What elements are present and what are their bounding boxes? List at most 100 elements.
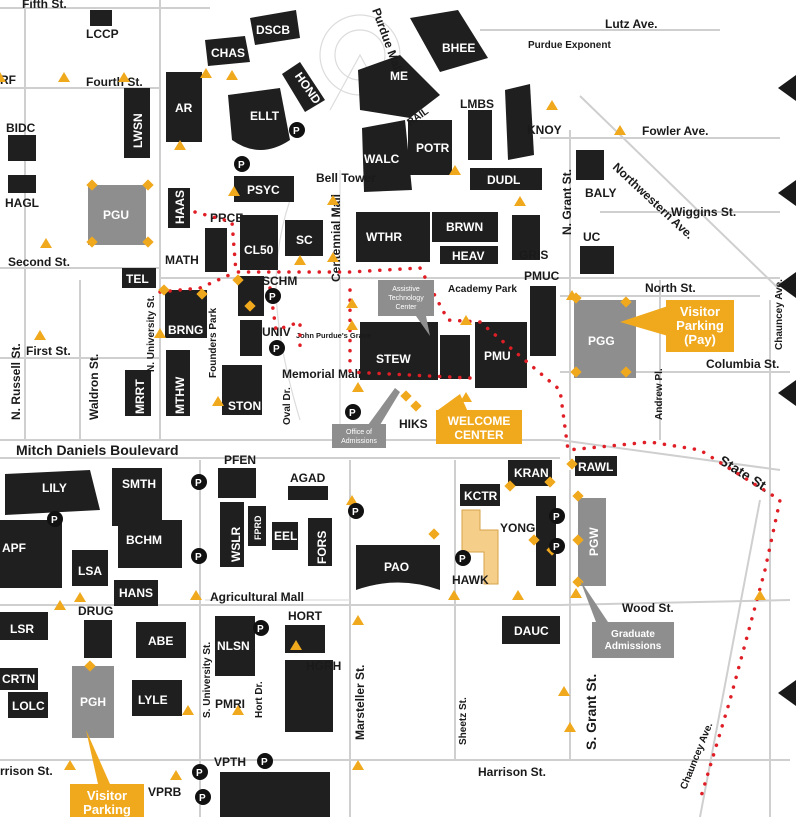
building-label-lyle: LYLE xyxy=(138,693,168,707)
parking-icon: P xyxy=(549,508,565,524)
building-label-lsr: LSR xyxy=(10,622,34,636)
street-second: Second St. xyxy=(8,255,70,269)
parking-icon: P xyxy=(234,156,250,172)
street-northwestern: Northwestern Ave. xyxy=(610,160,696,242)
building-label-fors: FORS xyxy=(315,531,329,564)
building-label-agad: AGAD xyxy=(290,471,326,485)
building-label-baly: BALY xyxy=(585,186,617,200)
street-oval-dr: Oval Dr. xyxy=(282,387,293,425)
building-label-vpth: VPTH xyxy=(214,755,246,769)
parking-icon: P xyxy=(289,122,305,138)
building-label-potr: POTR xyxy=(416,141,450,155)
street-fifth: Fifth St. xyxy=(22,0,67,11)
building-label-ellt: ELLT xyxy=(250,109,280,123)
building-label-chas: CHAS xyxy=(211,46,245,60)
building-label-lmbs: LMBS xyxy=(460,97,494,111)
building-label-yong: YONG xyxy=(500,521,535,535)
label-founders-park: Founders Park xyxy=(208,308,219,378)
building-label-abe: ABE xyxy=(148,634,173,648)
street-mitch-daniels: Mitch Daniels Boulevard xyxy=(16,442,179,458)
building-label-bhee: BHEE xyxy=(442,41,475,55)
entrance-diamonds xyxy=(84,179,632,672)
building-label-pao: PAO xyxy=(384,560,409,574)
building-label-pmuc: PMUC xyxy=(524,269,560,283)
parking-icon: P xyxy=(257,753,273,769)
building-label-psyc: PSYC xyxy=(247,183,280,197)
building-label-ar: AR xyxy=(175,101,193,115)
svg-text:P: P xyxy=(553,542,560,553)
building-label-pmu: PMU xyxy=(484,349,511,363)
accessible-entrances xyxy=(0,68,766,780)
label-purdue-exponent: Purdue Exponent xyxy=(528,40,611,51)
garage-label-pgg: PGG xyxy=(588,334,615,348)
building-label-sc: SC xyxy=(296,233,313,247)
building-label-apf: APF xyxy=(2,541,26,555)
svg-text:P: P xyxy=(352,507,359,518)
building-label-bidc: BIDC xyxy=(6,121,36,135)
svg-text:P: P xyxy=(459,554,466,565)
label-john-purdue-grave: John Purdue's Grave xyxy=(296,331,371,340)
svg-text:P: P xyxy=(195,552,202,563)
svg-text:P: P xyxy=(273,344,280,355)
svg-text:P: P xyxy=(293,126,300,137)
buildings: LCCP CHAS DSCB BHEE HOND ME AR ELLT LWSN… xyxy=(0,10,636,817)
svg-text:P: P xyxy=(257,624,264,635)
label-memorial-mall: Memorial Mall xyxy=(282,367,361,381)
parking-symbols: P P P P P P P P P P P P P P P P xyxy=(47,122,565,805)
building-label-hiks: HIKS xyxy=(399,417,428,431)
label-bell-tower: Bell Tower xyxy=(316,171,376,185)
building-label-hans: HANS xyxy=(119,586,153,600)
street-lutz: Lutz Ave. xyxy=(605,17,657,31)
building-label-stew: STEW xyxy=(376,352,411,366)
street-wiggins: Wiggins St. xyxy=(671,205,736,219)
building-label-lccp: LCCP xyxy=(86,27,119,41)
building-label-pmri: PMRI xyxy=(215,697,245,711)
building-label-kctr: KCTR xyxy=(464,489,498,503)
garage-label-pgw: PGW xyxy=(587,527,601,556)
building-label-pfen: PFEN xyxy=(224,453,256,467)
svg-text:P: P xyxy=(553,512,560,523)
street-n-university: N. University St. xyxy=(146,295,157,372)
garage-label-pgh: PGH xyxy=(80,695,106,709)
building-label-dudl: DUDL xyxy=(487,173,520,187)
building-label-eel: EEL xyxy=(274,529,297,543)
svg-text:P: P xyxy=(261,757,268,768)
building-label-nlsn: NLSN xyxy=(217,639,250,653)
building-label-uc: UC xyxy=(583,230,601,244)
building-label-brwn: BRWN xyxy=(446,220,483,234)
building-label-mthw: MTHW xyxy=(173,376,187,414)
building-label-wslr: WSLR xyxy=(229,526,243,562)
building-label-gris: GRIS xyxy=(519,248,548,262)
building-label-hgrh: HGRH xyxy=(306,659,341,673)
svg-text:P: P xyxy=(199,793,206,804)
street-sheetz: Sheetz St. xyxy=(458,697,469,745)
parking-icon: P xyxy=(348,503,364,519)
street-s-university: S. University St. xyxy=(202,642,213,718)
parking-icon: P xyxy=(192,764,208,780)
building-label-knoy: KNOY xyxy=(527,123,562,137)
street-hort-dr: Hort Dr. xyxy=(254,681,265,718)
street-chauncey: Chauncey Ave. xyxy=(774,279,785,350)
label-agricultural-mall: Agricultural Mall xyxy=(210,590,304,604)
building-label-schm: SCHM xyxy=(262,274,297,288)
building-label-prce: PRCE xyxy=(210,211,243,225)
svg-text:P: P xyxy=(195,478,202,489)
building-label-hort: HORT xyxy=(288,609,323,623)
building-label-ston: STON xyxy=(228,399,261,413)
building-label-drug: DRUG xyxy=(78,604,113,618)
building-label-heav: HEAV xyxy=(452,249,484,263)
parking-icon: P xyxy=(195,789,211,805)
parking-icon: P xyxy=(191,474,207,490)
walking-route xyxy=(158,210,782,802)
building-label-tel: TEL xyxy=(126,272,149,286)
parking-icon: P xyxy=(47,511,63,527)
street-n-grant: N. Grant St. xyxy=(560,169,574,235)
